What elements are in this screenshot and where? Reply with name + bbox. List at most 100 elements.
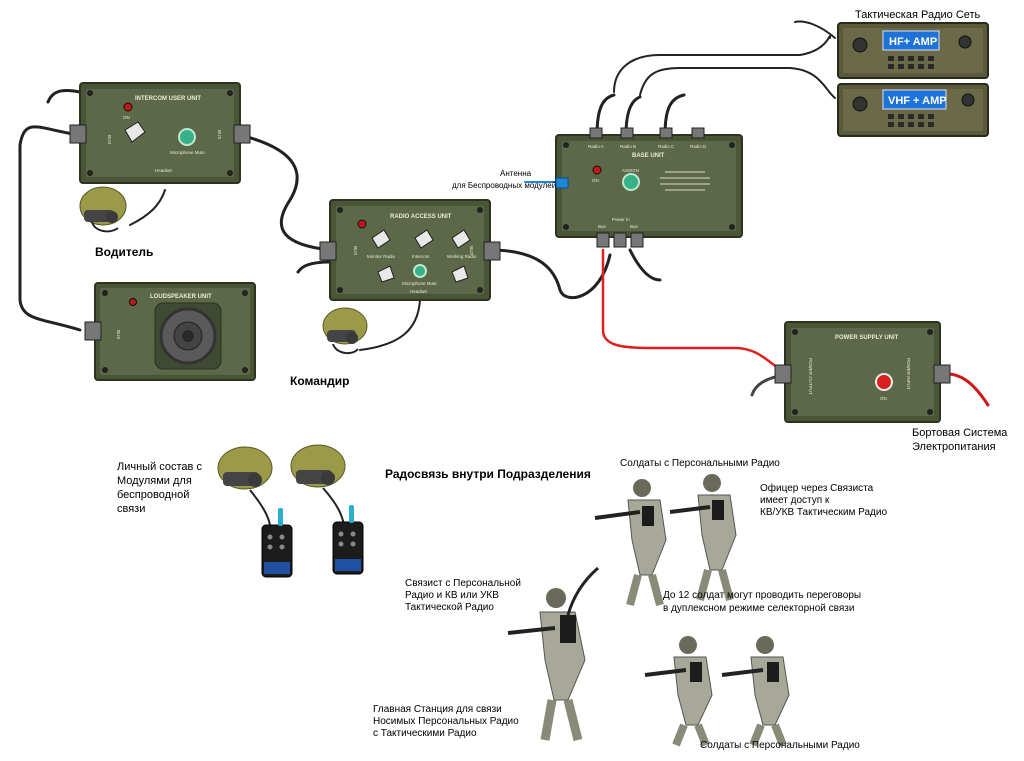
power-supply-title: POWER SUPPLY UNIT [835, 335, 899, 341]
radio-access-bus-left-label: BUS [353, 246, 358, 255]
antenna-connector [555, 177, 569, 189]
intercom-bus-right-label: BUS [217, 130, 222, 139]
personnel-helmet-1 [217, 446, 273, 526]
soldier-top-2 [669, 474, 737, 602]
vhf-radio-label: VHF + AMP [888, 95, 947, 107]
cable-radio-access-to-base [488, 248, 612, 300]
radio-access-bus-right-connector [483, 241, 501, 261]
label-officer-2: имеет доступ к [760, 495, 830, 506]
vhf-display-panel [882, 89, 947, 110]
monitor-radio-label: Monitor Radio [367, 254, 396, 259]
label-duplex-2: в дуплексном режиме селекторной связи [663, 603, 854, 614]
intercom-mute-button[interactable] [178, 128, 196, 146]
cable-base-to-hf [613, 35, 831, 93]
cable-radio-access-left [296, 260, 332, 274]
intercom-user-unit: INTERCOM USER UNIT ON Microphone Mute He… [69, 82, 251, 184]
hf-radio: HF+ AMP [837, 22, 989, 79]
base-on-label: ON [592, 178, 599, 183]
base-bus-right-label: Bus [630, 224, 639, 229]
loudspeaker-indicator [129, 298, 137, 306]
label-personnel-2: Модулями для [117, 475, 192, 487]
hf-radio-label: HF+ AMP [889, 36, 937, 48]
base-radio-b-label: Radio B [620, 144, 636, 149]
label-tactical-net: Тактическая Радио Сеть [855, 9, 981, 21]
label-antenna: Антенна [500, 169, 532, 178]
selector-knob-left[interactable] [377, 265, 395, 283]
intercom-power-indicator [123, 102, 133, 112]
radio-access-unit: RADIO ACCESS UNIT Monitor Radio Intercom… [319, 199, 501, 301]
base-radio-d-label: Radio D [690, 144, 707, 149]
label-officer-3: КВ/УКВ Тактическим Радио [760, 507, 887, 518]
cable-intercom-to-radio-access [238, 133, 332, 252]
wireless-module-1 [261, 508, 293, 578]
loudspeaker-bus-connector [84, 321, 102, 341]
base-radio-c-label: Radio C [658, 144, 675, 149]
intercom-bus-left-label: BUS [107, 135, 112, 144]
vhf-knob[interactable] [852, 96, 868, 112]
hf-knob-right[interactable] [958, 35, 972, 49]
soldier-signalman [507, 566, 599, 742]
label-main-station-1: Главная Станция для связи [373, 704, 502, 715]
cable-power-main [601, 248, 787, 374]
base-unit-title: BASE UNIT [632, 153, 665, 159]
base-unit: Radio A Radio B Radio C Radio D BASE UNI… [555, 127, 743, 248]
cable-headset-radio-access [359, 299, 421, 351]
driver-helmet [79, 186, 127, 233]
label-signalman-2: Радио и КВ или УКВ [405, 590, 499, 601]
label-soldiers-top: Солдаты с Персональными Радио [620, 458, 780, 469]
loudspeaker-unit: LOUDSPEAKER UNIT BUS [84, 282, 256, 381]
loudspeaker-bus-label: BUS [116, 330, 121, 339]
vhf-radio: VHF + AMP [837, 83, 989, 137]
base-power-in-label: Power In [612, 217, 630, 222]
assign-button[interactable] [622, 173, 640, 191]
working-radio-knob[interactable] [451, 229, 471, 249]
base-assign-label: ASSIGN [622, 168, 639, 173]
label-antenna-2: для Беспроводных модулей [452, 181, 556, 190]
intercom-volume-knob[interactable] [124, 121, 146, 143]
power-input-label: POWER INPUT [906, 358, 911, 390]
working-radio-label: Working Radio [447, 254, 477, 259]
soldier-bottom-1 [644, 636, 713, 747]
power-on-button[interactable] [875, 373, 893, 391]
intercom-unit-title: INTERCOM USER UNIT [135, 96, 201, 102]
cable-intercom-top [46, 88, 82, 104]
cable-hf-top [794, 20, 836, 39]
cable-headset-intercom [129, 189, 166, 226]
radio-access-mute-label: Microphone Mute [402, 281, 437, 286]
label-signalman-1: Связист с Персональной [405, 578, 521, 589]
label-main-station-2: Носимых Персональных Радио [373, 716, 519, 727]
base-power-indicator [592, 165, 602, 175]
label-onboard-power-2: Электропитания [912, 441, 996, 453]
power-input-connector [933, 364, 951, 384]
loudspeaker-unit-title: LOUDSPEAKER UNIT [150, 294, 212, 300]
label-driver: Водитель [95, 245, 153, 259]
cable-base-bus-right [628, 248, 662, 282]
radio-access-mute-button[interactable] [413, 264, 427, 278]
base-radio-a-label: Radio A [588, 144, 604, 149]
intercom-bus-left-connector [69, 124, 87, 144]
captions: Тактическая Радио Сеть Антенна для Беспр… [95, 9, 1008, 751]
power-on-label: ON [880, 396, 887, 401]
label-soldiers-bottom: Солдаты с Персональными Радио [700, 740, 860, 751]
cable-base-to-vhf [639, 67, 836, 99]
hf-knob[interactable] [852, 37, 868, 53]
label-personnel-4: связи [117, 503, 145, 515]
label-signalman-3: Тактической Радио [405, 602, 494, 613]
hf-display-panel [882, 30, 940, 51]
selector-knob-right[interactable] [451, 265, 469, 283]
intercom-on-label: ON [123, 115, 130, 120]
intercom-bus-right-connector [233, 124, 251, 144]
soldier-top-1 [594, 479, 667, 607]
vhf-knob-right[interactable] [961, 93, 975, 107]
intercom-knob[interactable] [414, 229, 434, 249]
radio-access-bus-left-connector [319, 241, 337, 261]
monitor-radio-knob[interactable] [371, 229, 391, 249]
cable-intercom-to-loudspeaker [18, 125, 82, 332]
label-commander: Командир [290, 374, 349, 388]
personnel-helmet-2 [290, 444, 346, 526]
radio-access-title: RADIO ACCESS UNIT [390, 214, 452, 220]
base-bus-left-label: Bus [598, 224, 607, 229]
label-personnel-1: Личный состав с [117, 461, 202, 473]
